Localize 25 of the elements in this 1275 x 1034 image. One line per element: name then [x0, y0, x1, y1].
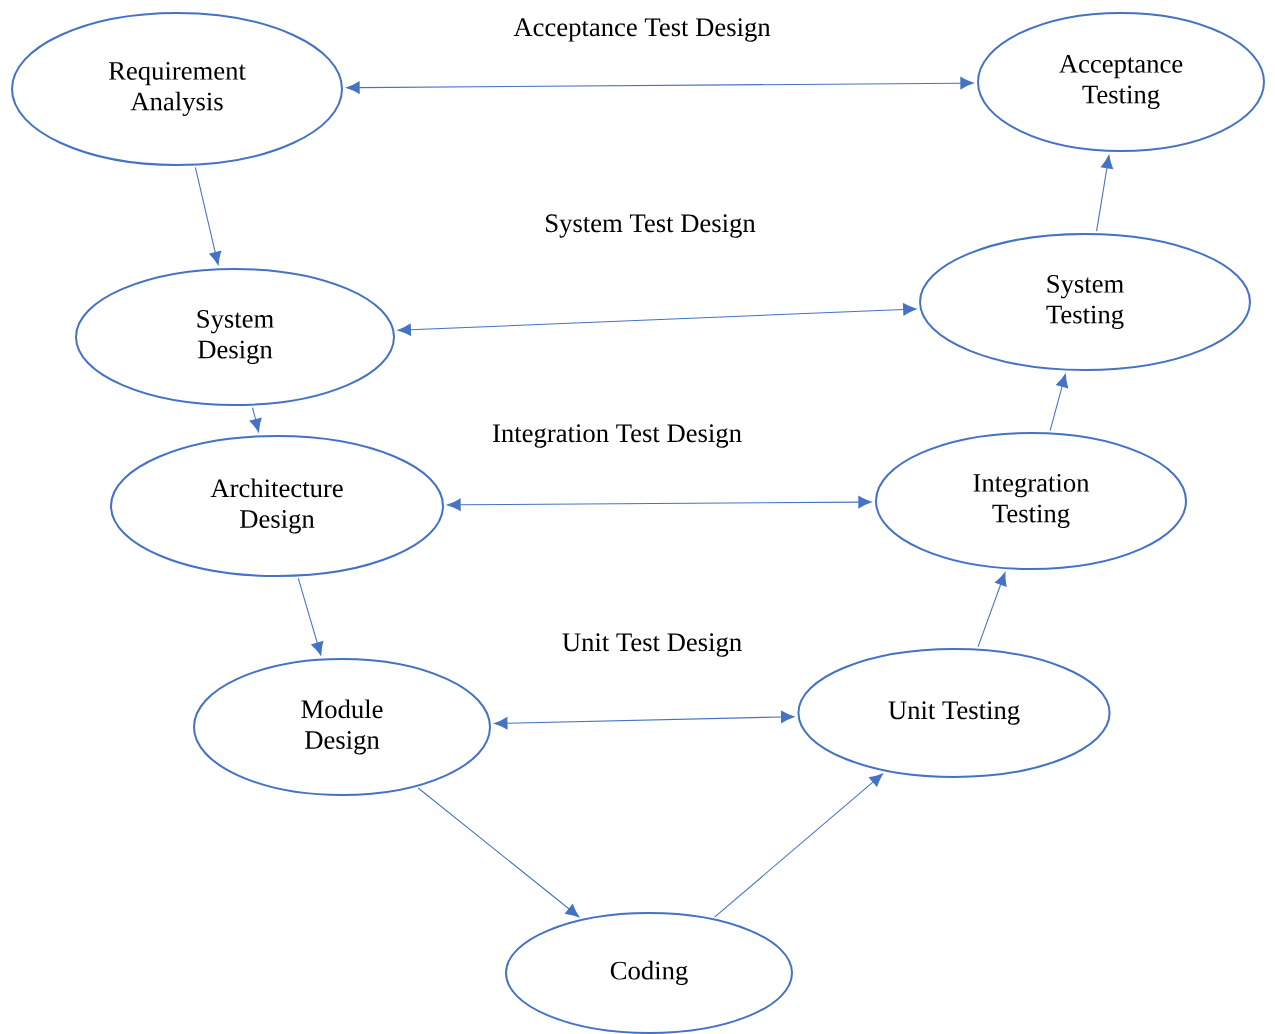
ellipse-node: Architecture Design: [110, 435, 444, 577]
arrow: [1049, 373, 1069, 432]
ellipse-node: System Testing: [919, 233, 1251, 371]
edge-label: Acceptance Test Design: [512, 16, 772, 44]
arrow: [494, 710, 795, 730]
arrow: [977, 572, 1007, 648]
ellipse-node: Unit Testing: [797, 648, 1111, 778]
ellipse-node: Acceptance Testing: [977, 12, 1265, 152]
ellipse-node: Coding: [505, 912, 793, 1034]
arrow: [194, 166, 222, 266]
ellipse-node: Integration Testing: [875, 432, 1187, 570]
edge-label: Integration Test Design: [490, 422, 744, 450]
arrow: [297, 577, 324, 656]
ellipse-node: Requirement Analysis: [11, 12, 343, 166]
arrow: [346, 77, 974, 94]
arrow: [249, 407, 262, 433]
arrow: [417, 787, 580, 918]
ellipse-node: Module Design: [193, 658, 491, 796]
edge-label: Unit Test Design: [560, 631, 744, 659]
arrow: [1096, 155, 1114, 232]
arrow: [397, 303, 917, 336]
arrow: [714, 773, 884, 918]
ellipse-node: System Design: [75, 268, 395, 406]
edge-label: System Test Design: [542, 212, 758, 240]
arrow: [447, 495, 872, 511]
